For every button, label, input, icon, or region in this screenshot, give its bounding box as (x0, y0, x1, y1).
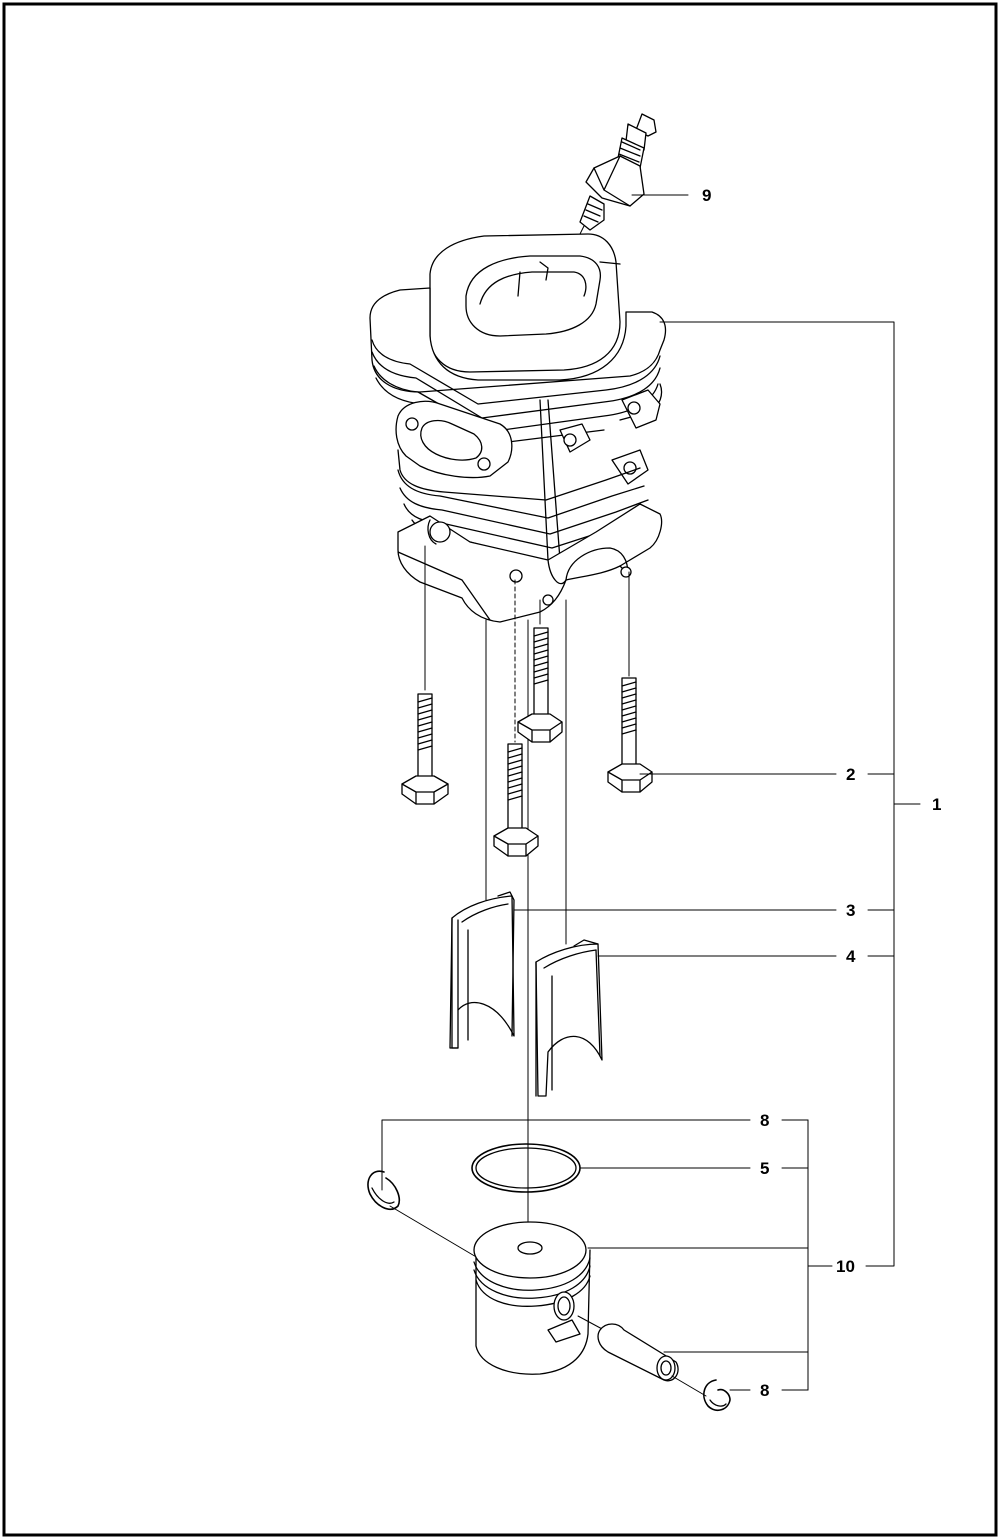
callout-9: 9 (702, 186, 711, 205)
callout-2: 2 (846, 765, 855, 784)
cylinder[interactable] (369, 233, 667, 623)
callout-4: 4 (846, 947, 856, 966)
retaining-ring-right[interactable] (703, 1379, 731, 1412)
callout-8-top: 8 (760, 1111, 769, 1130)
piston-ring[interactable] (471, 1143, 581, 1193)
callout-3: 3 (846, 901, 855, 920)
bearing-housing-4[interactable] (535, 939, 603, 1097)
bearing-housing-3[interactable] (449, 891, 515, 1049)
cylinder-bolt-right[interactable] (607, 677, 653, 793)
piston[interactable] (473, 1221, 591, 1375)
cylinder-bolt-mid-back[interactable] (517, 627, 563, 743)
retaining-ring-left[interactable] (367, 1170, 401, 1210)
callout-leaders (381, 194, 921, 1391)
piston-pin[interactable] (597, 1323, 679, 1382)
cylinder-bolt-front[interactable] (493, 743, 539, 857)
callout-10: 10 (836, 1257, 855, 1276)
callout-5: 5 (760, 1159, 769, 1178)
spark-plug[interactable] (579, 113, 657, 231)
callout-1: 1 (932, 795, 941, 814)
cylinder-bolt-left[interactable] (401, 693, 449, 805)
callout-8-bottom: 8 (760, 1381, 769, 1400)
